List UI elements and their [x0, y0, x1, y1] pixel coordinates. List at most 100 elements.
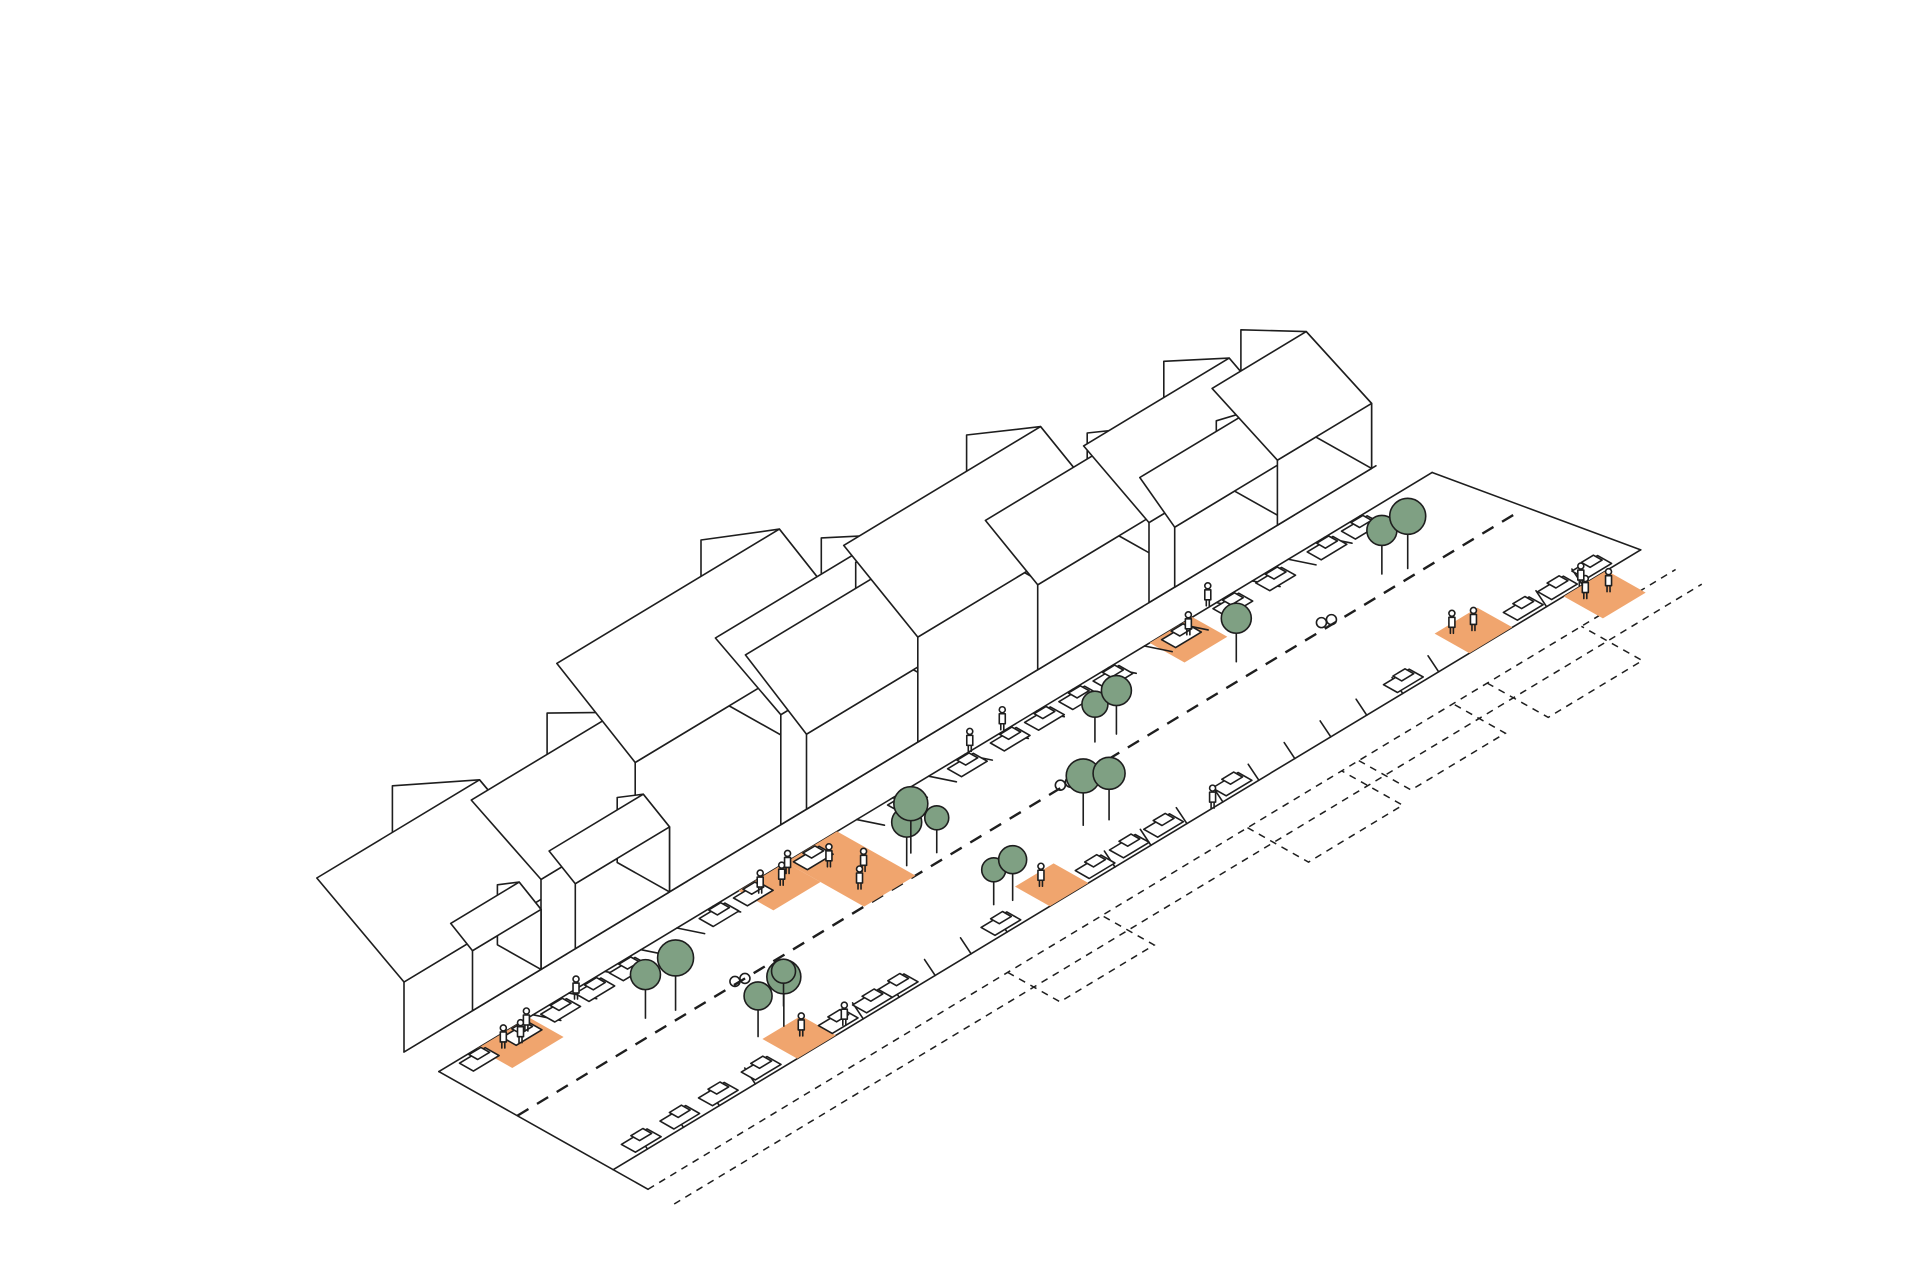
parking-bay-line — [1319, 720, 1332, 738]
person-head — [965, 727, 974, 736]
person-body — [1581, 581, 1590, 594]
bicycle-icon — [729, 972, 751, 988]
person-icon — [777, 861, 786, 886]
tree-canopy — [1092, 756, 1126, 791]
parking-bay-line — [676, 927, 706, 935]
car-roof — [707, 1081, 730, 1095]
tree-icon — [923, 804, 950, 854]
car-roof — [1512, 595, 1535, 610]
bicycle-wheel — [1054, 779, 1067, 791]
person-icon — [965, 727, 974, 753]
tree-canopy — [923, 804, 950, 831]
dashed-lot-outline — [1247, 770, 1405, 863]
bicycle-wheel — [739, 972, 751, 985]
car-icon — [539, 997, 582, 1023]
car-icon — [1382, 667, 1424, 694]
person-head — [1469, 606, 1478, 615]
person-icon — [1604, 567, 1613, 593]
building-layer — [315, 328, 1373, 1053]
person-body — [797, 1019, 806, 1031]
tree-icon — [770, 958, 797, 1007]
car-roof — [1152, 812, 1175, 827]
tree-canopy — [1220, 602, 1253, 635]
tree-canopy — [1081, 690, 1109, 719]
orange-plaza-area — [1434, 607, 1513, 654]
tree-icon — [997, 844, 1028, 902]
bicycle-icon — [1315, 613, 1338, 629]
person-head — [499, 1024, 508, 1032]
building-roof — [548, 793, 671, 885]
orange-plaza-area — [1015, 863, 1089, 907]
person-icon — [1448, 609, 1456, 635]
person-icon — [1469, 606, 1478, 632]
person-icon — [572, 975, 580, 1000]
dashed-lot-outline — [1486, 625, 1644, 719]
person-head — [825, 843, 833, 851]
person-icon — [855, 865, 864, 890]
tree-canopy — [656, 939, 695, 977]
parking-bay-line — [1175, 806, 1188, 825]
person-head — [1184, 610, 1193, 619]
car-icon — [980, 910, 1022, 937]
person-icon — [1208, 784, 1217, 809]
tree-icon — [629, 958, 662, 1019]
car-icon — [659, 1104, 701, 1130]
tree-canopy — [743, 981, 773, 1011]
car-roof — [668, 1104, 691, 1119]
tree-canopy — [629, 958, 662, 991]
parking-bay-line — [1535, 589, 1548, 608]
person-body — [1448, 616, 1456, 629]
car-roof — [583, 976, 607, 991]
parking-bay-line — [1283, 741, 1296, 760]
person-body — [825, 850, 833, 862]
car-roof — [468, 1046, 491, 1061]
parking-bay-line — [855, 818, 886, 826]
person-body — [1208, 791, 1217, 803]
car-icon — [1502, 595, 1544, 622]
bicycle-wheel — [1315, 616, 1328, 629]
tree-canopy — [1100, 674, 1133, 707]
parking-bay-line — [1427, 655, 1440, 673]
person-icon — [783, 849, 792, 875]
car-roof — [707, 901, 731, 916]
parking-bay-line — [1355, 698, 1368, 716]
car-icon — [1074, 853, 1116, 880]
car-roof — [1033, 705, 1056, 720]
person-icon — [1581, 574, 1590, 600]
person-head — [1203, 581, 1212, 590]
person-icon — [1577, 562, 1585, 587]
parking-bay-line — [1143, 645, 1173, 653]
car-icon — [458, 1046, 500, 1072]
parking-bay-line — [927, 775, 958, 783]
person-icon — [516, 1018, 525, 1044]
orange-plaza-area — [1563, 570, 1646, 619]
building — [449, 881, 542, 1012]
person-body — [859, 854, 868, 867]
person-icon — [840, 1001, 849, 1026]
car-icon — [1211, 771, 1253, 797]
car-icon — [792, 845, 834, 871]
person-head — [1604, 567, 1613, 576]
center-lane-marking — [516, 510, 1520, 1117]
property-boundary-dashed-line — [673, 583, 1703, 1205]
person-head — [855, 865, 864, 873]
tree-icon — [1081, 690, 1109, 743]
car-roof — [1580, 554, 1603, 569]
orange-plaza-area — [762, 1015, 836, 1059]
person-head — [797, 1012, 806, 1020]
tree-icon — [1092, 756, 1126, 821]
car-icon — [1143, 812, 1185, 839]
car-roof — [956, 752, 979, 766]
car-roof — [1083, 853, 1107, 868]
street-east-end — [1431, 471, 1642, 551]
person-body — [756, 876, 765, 888]
car-roof — [886, 972, 910, 987]
person-body — [516, 1025, 525, 1038]
car-icon — [698, 901, 740, 928]
car-icon — [851, 988, 894, 1014]
car-roof — [1392, 667, 1415, 682]
person-icon — [756, 869, 765, 894]
person-body — [1203, 588, 1212, 601]
